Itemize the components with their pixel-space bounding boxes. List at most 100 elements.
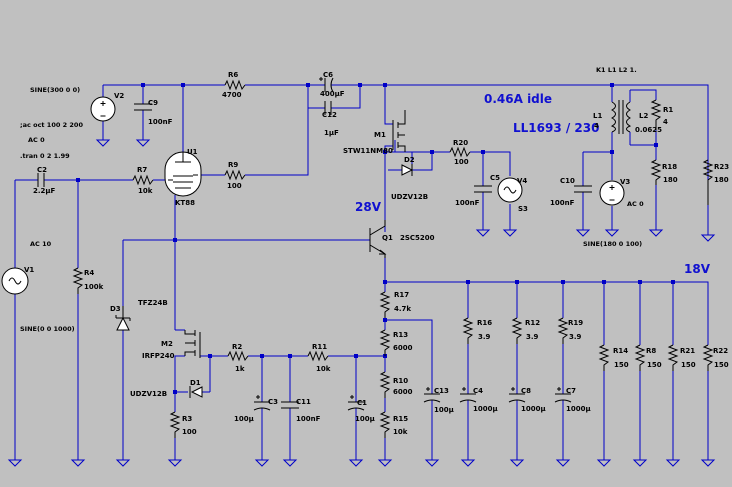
resistor-r9[interactable]: [224, 169, 246, 181]
label-c3: C3: [268, 398, 278, 406]
resistor-r8[interactable]: [634, 344, 646, 371]
label-r20-value: 100: [454, 158, 469, 166]
source-v4[interactable]: [497, 177, 523, 203]
label-c13: C13: [434, 387, 449, 395]
annotation-idle-current: 0.46A idle: [484, 92, 552, 106]
mosfet-m1[interactable]: [392, 110, 406, 152]
directive-ac0: AC 0: [28, 136, 45, 144]
mosfet-m2[interactable]: [184, 330, 201, 358]
capacitor-c10[interactable]: [574, 185, 592, 193]
label-r3-value: 100: [182, 428, 197, 436]
capacitor-c3[interactable]: [253, 395, 271, 411]
transistor-q1[interactable]: [369, 220, 387, 258]
label-r18: R18: [662, 163, 677, 171]
label-r9-value: 100: [227, 182, 242, 190]
label-r9: R9: [228, 161, 238, 169]
source-v2[interactable]: [90, 96, 116, 122]
capacitor-c5[interactable]: [474, 185, 492, 193]
annotation-28v: 28V: [355, 200, 382, 214]
label-c1-value: 100µ: [355, 415, 375, 423]
label-v4: V4: [517, 177, 527, 185]
resistor-r21[interactable]: [667, 344, 679, 371]
resistor-r17[interactable]: [379, 291, 391, 318]
directive-v1-ac: AC 10: [30, 240, 52, 248]
label-c9: C9: [148, 99, 158, 107]
label-l1: L1: [593, 112, 602, 120]
resistor-r2[interactable]: [227, 350, 249, 362]
directive-ac-sweep: ;ac oct 100 2 200: [20, 121, 83, 129]
resistor-r7[interactable]: [132, 174, 154, 186]
directive-v3-ac: AC 0: [627, 200, 644, 208]
label-r21: R21: [680, 347, 695, 355]
zener-d3[interactable]: [115, 306, 131, 331]
resistor-r12[interactable]: [511, 317, 523, 344]
label-d2-value: UDZV12B: [391, 193, 428, 201]
resistor-r13[interactable]: [379, 329, 391, 356]
capacitor-c9[interactable]: [134, 103, 152, 111]
wires: [14, 84, 709, 460]
label-m2-value: IRFP240: [142, 352, 175, 360]
resistor-r19[interactable]: [557, 317, 569, 344]
source-v3[interactable]: [599, 180, 625, 206]
capacitor-c11[interactable]: [281, 401, 299, 409]
source-v1[interactable]: [1, 267, 29, 295]
resistor-r23[interactable]: [702, 159, 714, 205]
label-r7: R7: [137, 166, 147, 174]
label-c6: C6: [323, 71, 333, 79]
label-c9-value: 100nF: [148, 118, 173, 126]
tube-u1[interactable]: [164, 151, 202, 197]
diode-d1[interactable]: [189, 386, 203, 398]
label-r8: R8: [646, 347, 656, 355]
label-r19-value: 3.9: [569, 333, 582, 341]
label-c5: C5: [490, 174, 500, 182]
label-r15-value: 10k: [393, 428, 408, 436]
capacitor-c1[interactable]: [347, 395, 365, 411]
label-l1-value: 4: [594, 122, 599, 130]
label-c8: C8: [521, 387, 531, 395]
capacitor-c6[interactable]: [319, 77, 334, 93]
label-r1-value: 4: [663, 118, 668, 126]
capacitor-c4[interactable]: [459, 387, 477, 403]
capacitor-c2[interactable]: [37, 173, 45, 187]
resistor-r4[interactable]: [72, 267, 84, 294]
resistor-r1[interactable]: [650, 99, 662, 130]
label-r17-value: 4.7k: [394, 305, 411, 313]
resistor-r16[interactable]: [462, 317, 474, 344]
label-r8-value: 150: [647, 361, 662, 369]
label-d1: D1: [190, 379, 201, 387]
label-r10: R10: [393, 377, 408, 385]
label-r21-value: 150: [681, 361, 696, 369]
label-c10: C10: [560, 177, 575, 185]
label-r12-value: 3.9: [526, 333, 539, 341]
capacitor-c13[interactable]: [423, 387, 441, 403]
label-r4-value: 100k: [84, 283, 104, 291]
label-v4-value: S3: [518, 205, 528, 213]
transformer-l1-l2[interactable]: [610, 100, 632, 134]
label-c8-value: 1000µ: [521, 405, 546, 413]
label-r2: R2: [232, 343, 242, 351]
label-r1: R1: [663, 106, 673, 114]
resistor-r3[interactable]: [169, 411, 181, 438]
label-u1-value: KT88: [175, 199, 195, 207]
label-r11: R11: [312, 343, 327, 351]
label-d2: D2: [404, 156, 415, 164]
resistor-r11[interactable]: [307, 350, 329, 362]
resistor-r10[interactable]: [379, 371, 391, 398]
capacitor-c12[interactable]: [324, 101, 332, 115]
capacitor-c7[interactable]: [554, 387, 572, 403]
resistor-r22[interactable]: [702, 344, 714, 371]
resistor-r14[interactable]: [598, 344, 610, 371]
diode-d2[interactable]: [401, 164, 414, 176]
label-c4: C4: [473, 387, 483, 395]
label-c12-value: 1µF: [324, 129, 339, 137]
resistor-r6[interactable]: [224, 79, 246, 91]
label-c3-value: 100µ: [234, 415, 254, 423]
label-r22: R22: [713, 347, 728, 355]
capacitor-c8[interactable]: [508, 387, 526, 403]
label-m1: M1: [374, 131, 386, 139]
label-r23: R23: [714, 163, 729, 171]
resistor-r15[interactable]: [379, 411, 391, 438]
resistor-r18[interactable]: [650, 159, 662, 185]
resistor-r20[interactable]: [449, 146, 471, 158]
